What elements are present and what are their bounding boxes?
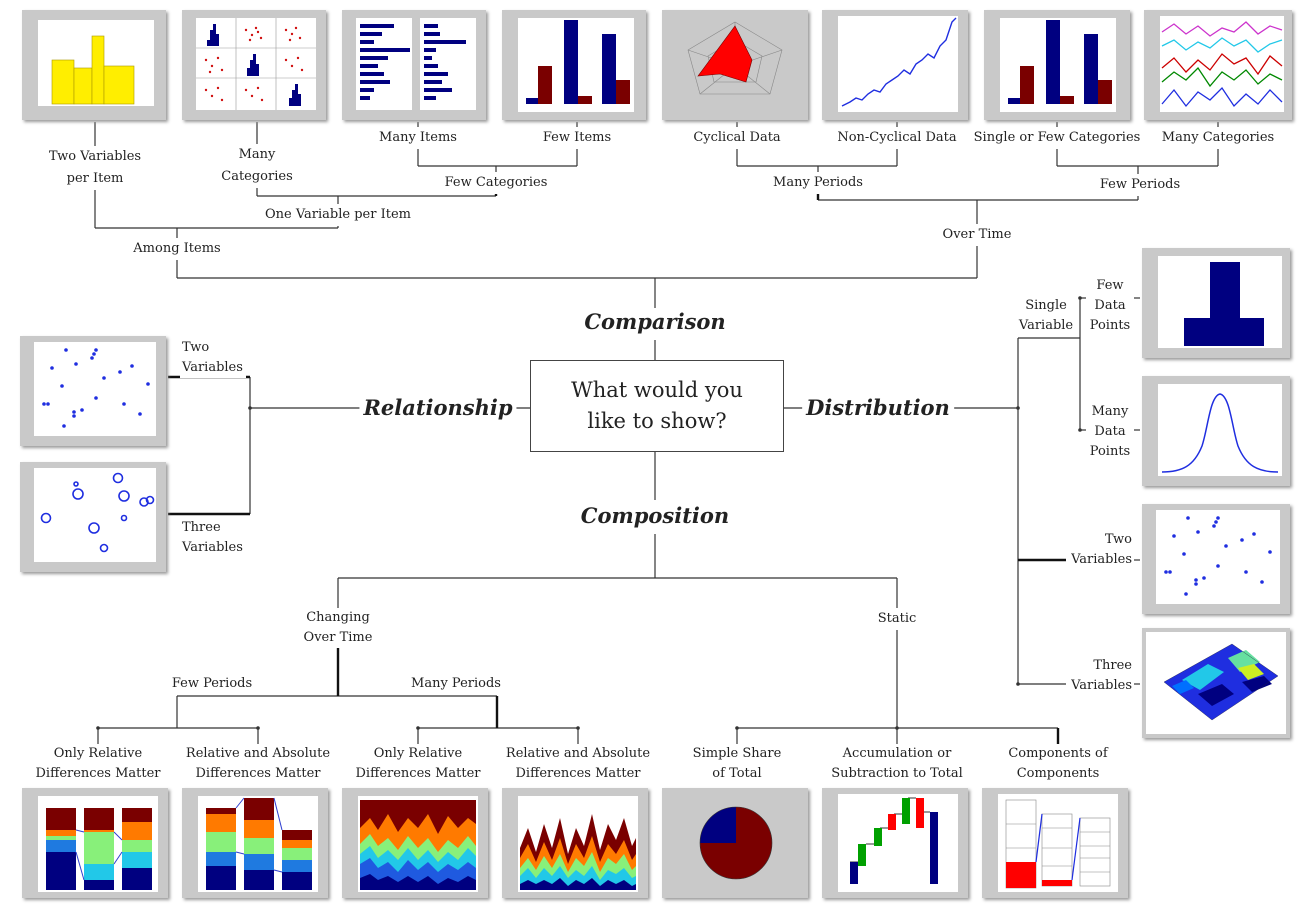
- pie-chart-icon: [699, 806, 773, 880]
- thumb-stacked-col: [182, 788, 328, 898]
- label-two-variables-rel: Two Variables: [180, 338, 246, 378]
- thumb-radar: [662, 10, 808, 120]
- horizontal-bar-chart-icon: [356, 18, 476, 110]
- label-three-variables-dist: Three Variables: [1068, 656, 1134, 696]
- thumb-stacked-100-col: [22, 788, 168, 898]
- label-many-data-points: Many Data Points: [1086, 402, 1134, 462]
- stacked-area-icon: [518, 796, 638, 892]
- waterfall-chart-icon: [838, 794, 958, 892]
- scatter-matrix-icon: [196, 18, 316, 110]
- label-many-periods: Many Periods: [771, 172, 865, 194]
- thumb-bubble-three-vars: [20, 462, 166, 572]
- label-accumulation: Accumulation or Subtraction to Total: [828, 744, 966, 784]
- label-many-periods-comp: Many Periods: [409, 673, 503, 695]
- thumb-stacked-100-area: [342, 788, 488, 898]
- label-few-periods-comp: Few Periods: [169, 673, 255, 695]
- label-relative-absolute-2: Relative and Absolute Differences Matter: [501, 744, 655, 784]
- scatter-plot-icon: [1156, 510, 1280, 604]
- category-comparison: Comparison: [580, 308, 730, 336]
- label-few-data-points: Few Data Points: [1086, 276, 1134, 336]
- label-two-variables-per-item: Two Variables per Item: [45, 146, 145, 190]
- thumb-scatter-dist: [1142, 504, 1290, 614]
- thumb-column-few-periods: [984, 10, 1130, 120]
- stacked-column-icon: [198, 796, 318, 892]
- central-question: What would you like to show?: [530, 360, 784, 452]
- label-three-variables-rel: Three Variables: [180, 518, 246, 558]
- thumb-column-few-items: [502, 10, 646, 120]
- label-few-categories: Few Categories: [442, 172, 550, 194]
- column-chart-icon: [1000, 18, 1116, 112]
- thumb-multi-line: [1144, 10, 1292, 120]
- scatter-plot-icon: [34, 342, 156, 436]
- thumb-histogram-few: [1142, 248, 1290, 358]
- label-many-categories-right: Many Categories: [1159, 127, 1277, 149]
- category-composition: Composition: [576, 502, 734, 530]
- column-chart-icon: [518, 18, 634, 112]
- label-many-categories-left: Many Categories: [215, 144, 299, 188]
- thumb-scatter-two-vars: [20, 336, 166, 446]
- thumb-stacked-area: [502, 788, 648, 898]
- label-among-items: Among Items: [131, 238, 223, 260]
- thumb-scatter-matrix: [182, 10, 326, 120]
- label-non-cyclical-data: Non-Cyclical Data: [835, 127, 959, 149]
- label-one-variable-per-item: One Variable per Item: [263, 204, 413, 226]
- label-two-variables-dist: Two Variables: [1068, 530, 1134, 570]
- 3d-surface-icon: [1146, 632, 1286, 734]
- thumb-horizontal-bars: [342, 10, 486, 120]
- label-over-time: Over Time: [940, 224, 1014, 246]
- label-only-relative-1: Only Relative Differences Matter: [27, 744, 169, 784]
- label-single-variable: Single Variable: [1014, 296, 1078, 336]
- label-components: Components of Components: [998, 744, 1118, 784]
- label-few-items: Few Items: [540, 127, 614, 149]
- label-changing-over-time: Changing Over Time: [296, 608, 380, 648]
- label-static: Static: [875, 608, 919, 630]
- multi-line-chart-icon: [1160, 16, 1284, 112]
- line-chart-icon: [838, 16, 958, 112]
- histogram-icon: [1158, 256, 1282, 348]
- stacked-100-column-icon: [38, 796, 158, 892]
- thumb-stacked-100-waterfall: [982, 788, 1128, 898]
- thumb-bar-variable-width: [22, 10, 166, 120]
- thumb-waterfall: [822, 788, 968, 898]
- label-few-periods: Few Periods: [1097, 174, 1183, 196]
- label-relative-absolute-1: Relative and Absolute Differences Matter: [181, 744, 335, 784]
- label-many-items: Many Items: [377, 127, 459, 149]
- components-of-components-icon: [998, 794, 1118, 892]
- radar-chart-icon: [687, 21, 783, 95]
- central-question-text: What would you like to show?: [571, 378, 743, 433]
- label-cyclical-data: Cyclical Data: [691, 127, 783, 149]
- thumb-3d-area: [1142, 628, 1290, 738]
- bubble-chart-icon: [34, 468, 156, 562]
- thumb-pie: [662, 788, 808, 898]
- variable-width-bar-chart-icon: [38, 20, 154, 106]
- thumb-line-histogram-many: [1142, 376, 1290, 486]
- category-relationship: Relationship: [359, 394, 517, 422]
- category-distribution: Distribution: [802, 394, 954, 422]
- label-single-or-few-categories: Single or Few Categories: [971, 127, 1143, 149]
- stacked-100-area-icon: [358, 796, 478, 892]
- label-only-relative-2: Only Relative Differences Matter: [347, 744, 489, 784]
- bell-curve-icon: [1158, 384, 1282, 476]
- label-simple-share: Simple Share of Total: [687, 744, 787, 784]
- thumb-line-noncyclical: [822, 10, 968, 120]
